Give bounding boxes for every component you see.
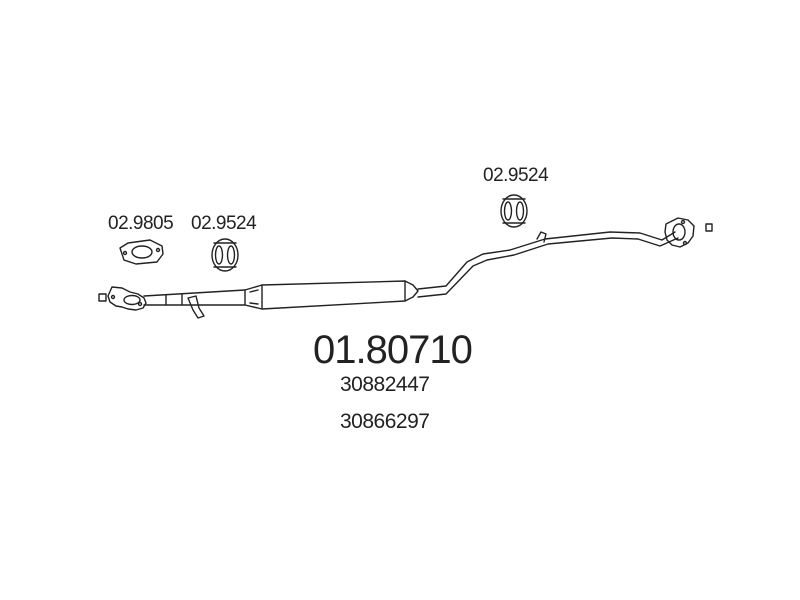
rubber-hanger-rear-icon <box>500 194 528 228</box>
front-flange <box>107 286 147 311</box>
oem-number-1: 30882447 <box>340 373 430 396</box>
gasket-icon <box>119 239 164 265</box>
oem-number-2: 30866297 <box>340 410 430 433</box>
middle-muffler <box>244 280 419 310</box>
main-part-number: 01.80710 <box>313 328 473 372</box>
front-end-marker <box>98 293 107 302</box>
gasket-part-number: 02.9805 <box>108 213 174 234</box>
rear-pipe <box>417 231 679 298</box>
front-pipe <box>143 289 246 306</box>
pipe-bracket <box>187 295 205 319</box>
hanger-front-part-number: 02.9524 <box>191 213 257 234</box>
rubber-hanger-front-icon <box>211 238 239 272</box>
rear-flange <box>664 217 695 248</box>
hanger-rear-part-number: 02.9524 <box>483 165 549 186</box>
rear-end-marker <box>705 223 713 232</box>
